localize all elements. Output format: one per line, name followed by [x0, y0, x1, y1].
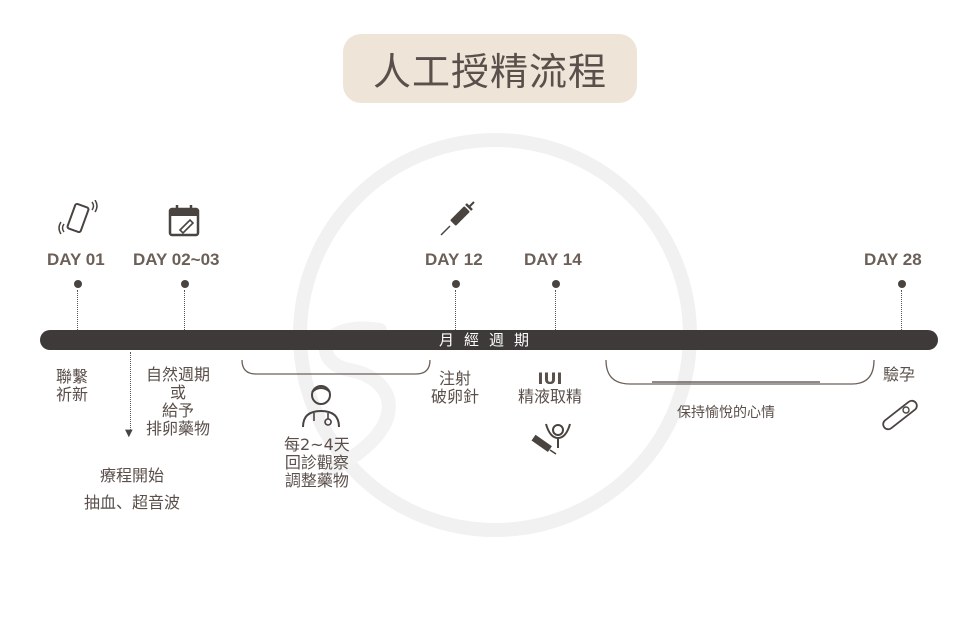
- day-label-28: DAY 28: [864, 250, 922, 269]
- day-label-01: DAY 01: [47, 250, 105, 269]
- note-pregnancy-test: 驗孕: [883, 365, 916, 384]
- day-12-marker: [452, 280, 460, 288]
- day-12-connector: [455, 290, 456, 330]
- phone-icon: [58, 200, 98, 235]
- pregnancy-test-icon: [882, 399, 918, 431]
- day-01-connector: [77, 290, 78, 330]
- day-label-02-03: DAY 02~03: [133, 250, 220, 269]
- note-revisit: 每2~4天回診觀察調整藥物: [284, 435, 350, 490]
- day-02-marker: [181, 280, 189, 288]
- bar-label: 月經週期: [438, 331, 539, 349]
- note-treatment-start: 療程開始抽血、超音波: [84, 466, 181, 512]
- title-banner: 人工授精流程: [343, 34, 637, 103]
- note-mood: 保持愉悅的心情: [677, 405, 775, 421]
- bracket-monitoring: [241, 359, 431, 375]
- day-14-marker: [552, 280, 560, 288]
- syringe-icon: [440, 201, 475, 236]
- bracket-waiting: [605, 359, 875, 385]
- uterus-icon: [531, 423, 571, 455]
- day-label-14: DAY 14: [524, 250, 582, 269]
- treatment-arrow-line: [130, 352, 131, 432]
- note-injection: 注射破卵針: [431, 369, 480, 406]
- day-14-connector: [555, 290, 556, 330]
- day-02-connector: [184, 290, 185, 330]
- note-natural-cycle: 自然週期或 給予排卵藥物: [146, 365, 211, 438]
- note-contact: 聯繫祈新: [56, 367, 89, 404]
- calendar-icon: [168, 205, 200, 237]
- day-01-marker: [74, 280, 82, 288]
- doctor-icon: [302, 385, 340, 428]
- down-arrow-icon: ▼: [125, 428, 133, 439]
- day-28-marker: [898, 280, 906, 288]
- day-label-12: DAY 12: [425, 250, 483, 269]
- menstrual-cycle-bar: 月經週期: [40, 330, 938, 350]
- day-28-connector: [901, 290, 902, 330]
- page-title: 人工授精流程: [372, 50, 607, 94]
